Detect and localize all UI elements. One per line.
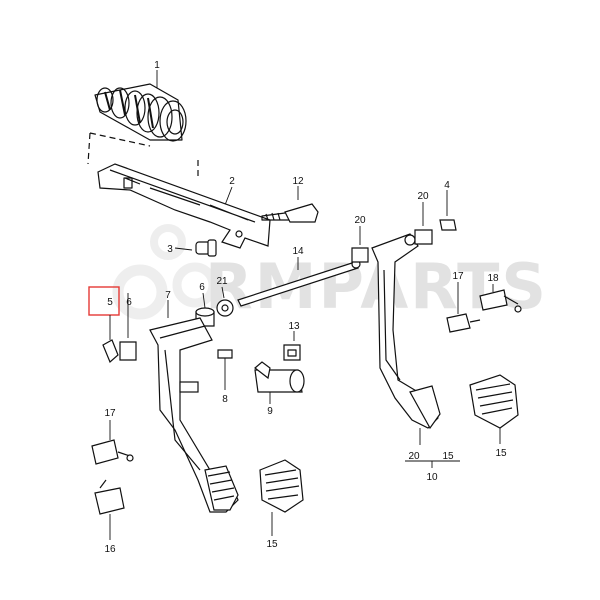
callout-10: 10 (426, 472, 438, 483)
part-10-pedal (371, 233, 460, 468)
callout-20-top: 20 (417, 191, 429, 202)
part-9-cylinder (254, 361, 305, 404)
callout-17-right: 17 (452, 271, 464, 282)
part-17-switch-right (446, 282, 481, 333)
part-15-pad-right (469, 374, 519, 444)
part-1-boot (94, 70, 187, 142)
callout-5: 5 (107, 297, 113, 308)
callout-16: 16 (104, 544, 116, 555)
part-12-bolt (261, 186, 319, 223)
callout-9: 9 (267, 406, 273, 417)
callout-15-right: 15 (495, 448, 507, 459)
callout-14: 14 (292, 246, 304, 257)
callout-18: 18 (487, 273, 499, 284)
gear-icon (112, 224, 218, 320)
callout-1: 1 (154, 60, 160, 71)
part-7-pedal (149, 300, 239, 513)
callout-20-group: 20 (408, 451, 420, 462)
callout-4: 4 (444, 180, 450, 191)
callout-12: 12 (292, 176, 304, 187)
callout-17-left: 17 (104, 408, 116, 419)
part-18-switch (479, 284, 522, 313)
callout-7: 7 (165, 290, 171, 301)
callout-3: 3 (167, 244, 173, 255)
callout-8: 8 (222, 394, 228, 405)
callout-2: 2 (229, 176, 235, 187)
callout-13: 13 (288, 321, 300, 332)
highlight-box (88, 286, 120, 316)
callout-15-group: 15 (442, 451, 454, 462)
part-17-switch-left (91, 420, 134, 465)
part-15-pad-center (259, 459, 304, 536)
part-13-clip (283, 331, 301, 361)
callout-6b: 6 (199, 282, 205, 293)
callout-15-center: 15 (266, 539, 278, 550)
part-3-bushing (174, 239, 217, 257)
part-5-spring (88, 286, 120, 364)
callout-20-left: 20 (354, 215, 366, 226)
part-20-bushing (351, 202, 433, 263)
part-21-washer (216, 286, 234, 317)
watermark: RMPARTS (112, 224, 548, 323)
part-4-nut (439, 190, 457, 231)
watermark-text: RMPARTS (205, 250, 548, 323)
part-8-pin (217, 349, 233, 390)
part-16-microswitch (94, 479, 125, 540)
callout-6a: 6 (126, 297, 132, 308)
callout-21: 21 (216, 276, 228, 287)
